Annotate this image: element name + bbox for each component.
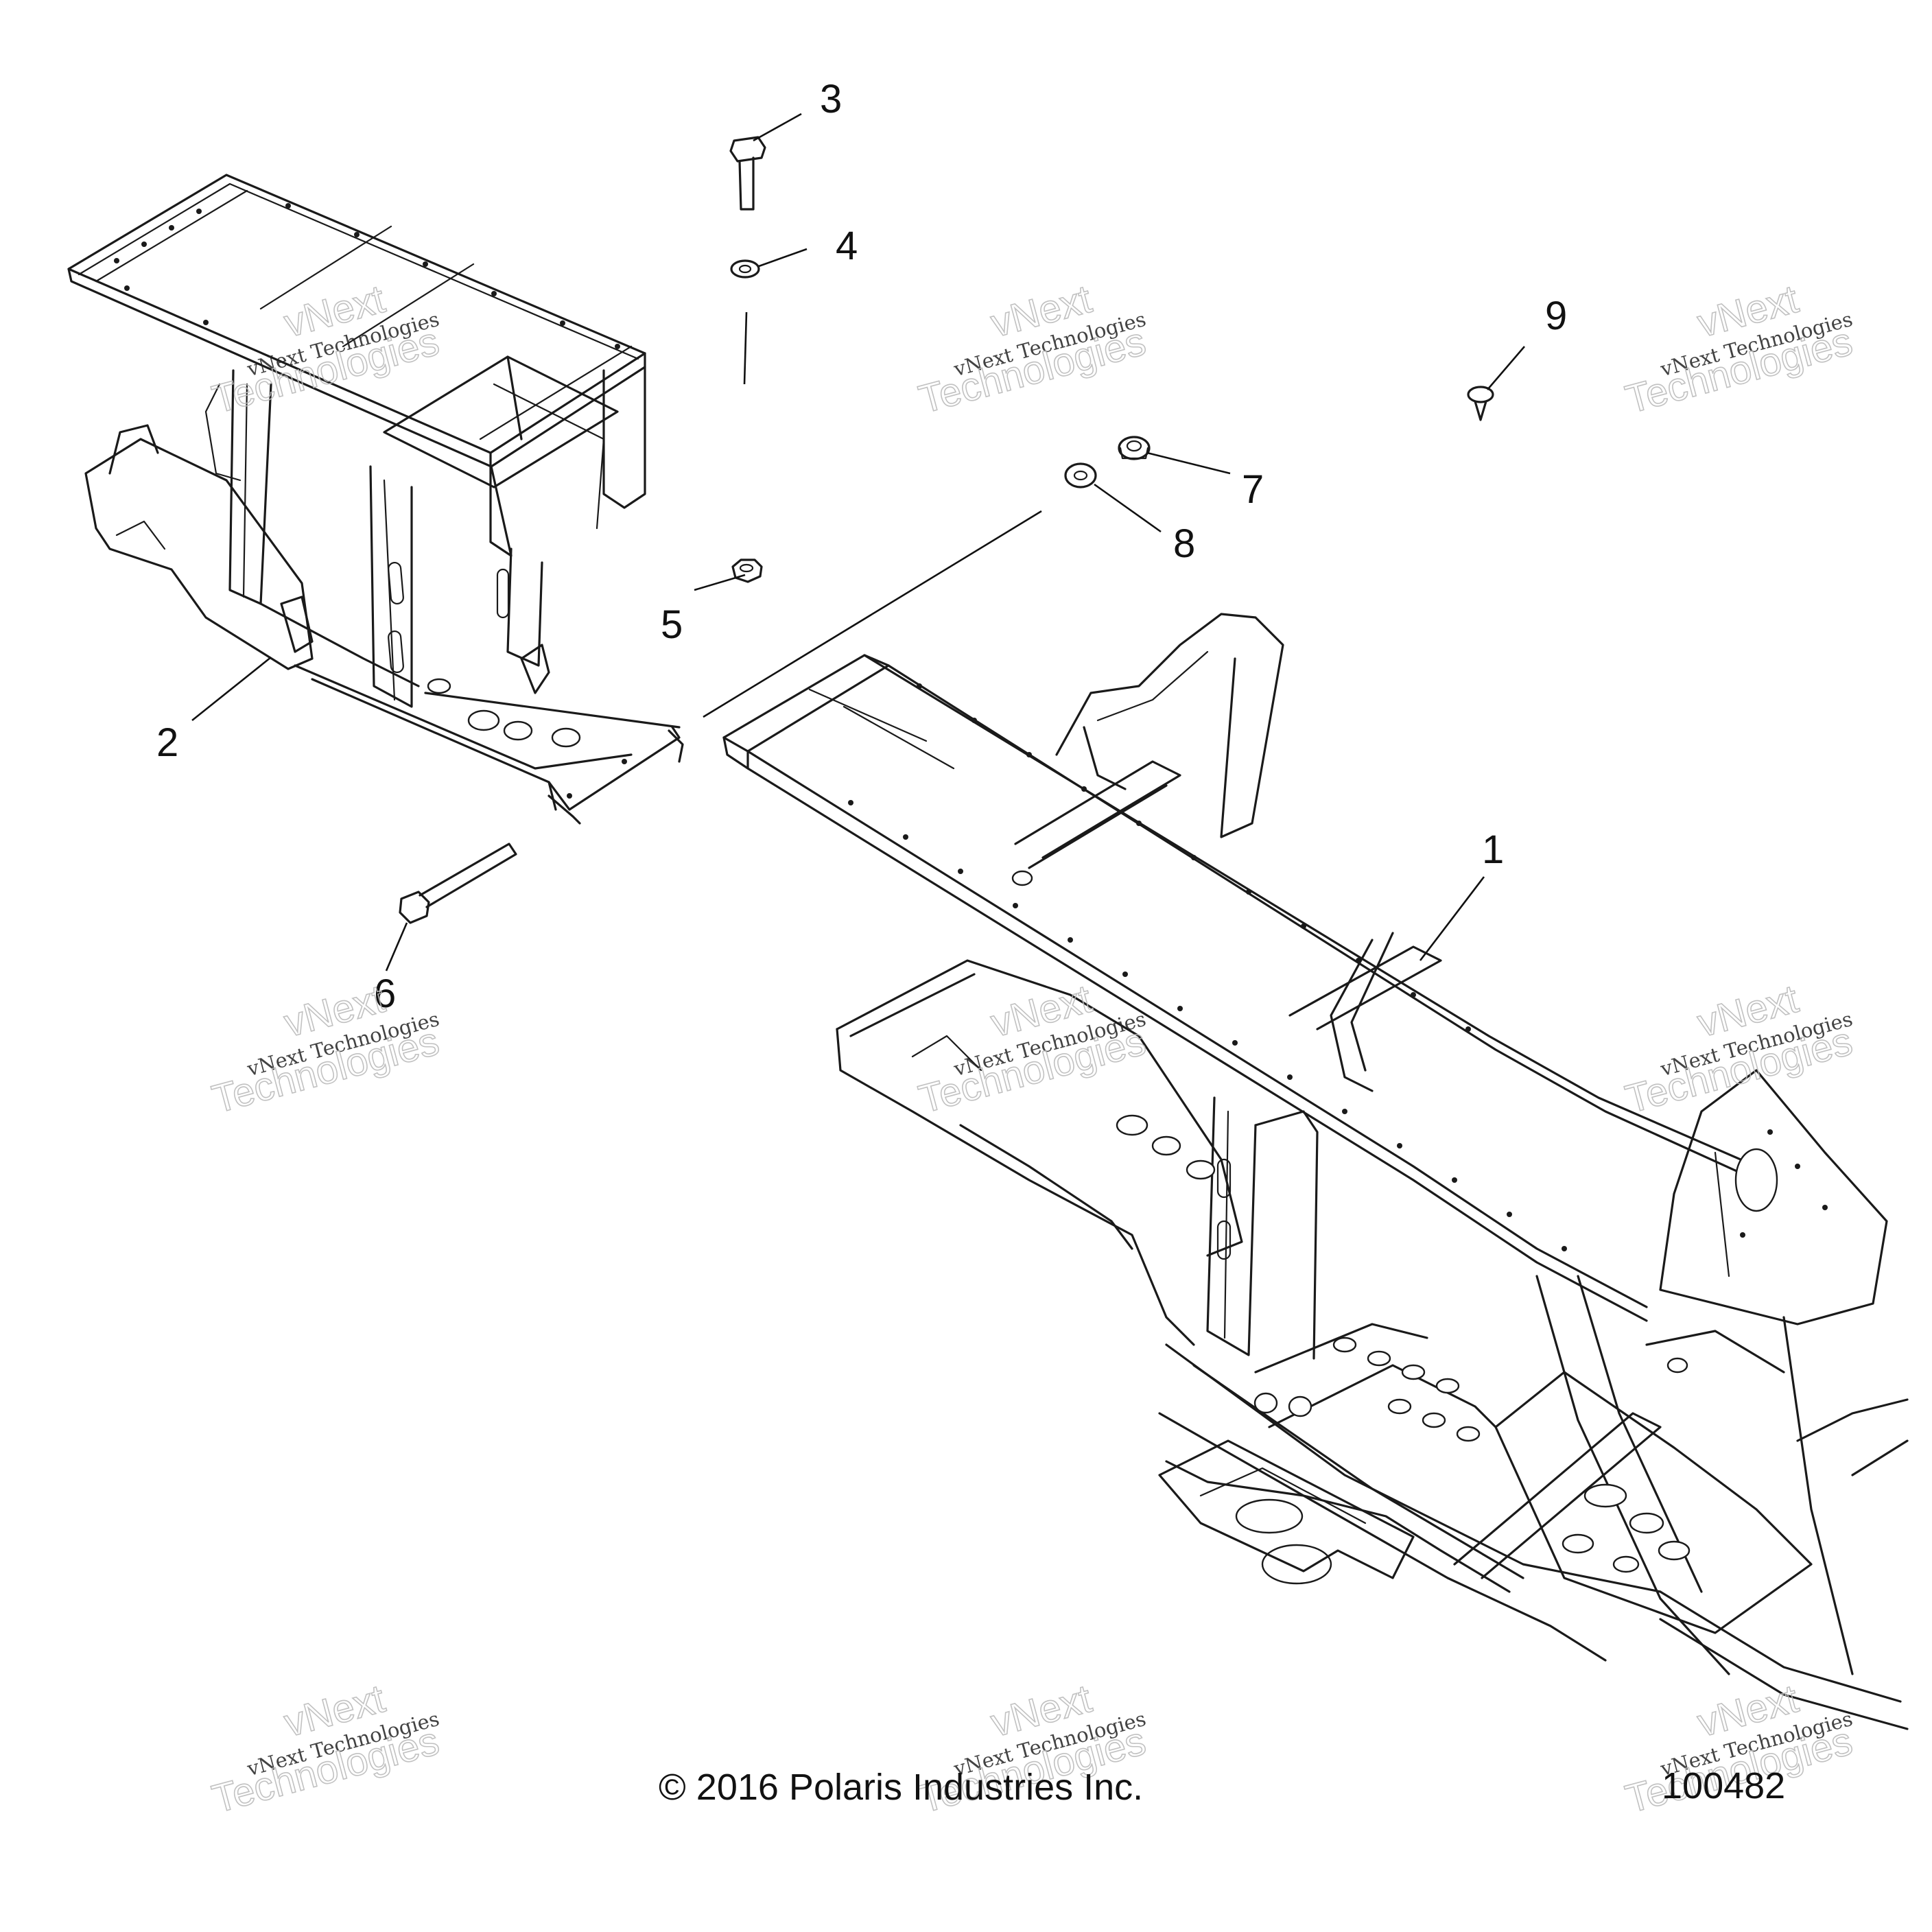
callout-9: 9: [1545, 294, 1567, 338]
front-frame-section: [67, 174, 684, 825]
figure-number: 100482: [1662, 1765, 1785, 1806]
bushing-part-7: [1118, 436, 1151, 460]
watermark: vNext vNext Technologies Technologies: [1621, 276, 1857, 423]
watermark: vNext vNext Technologies Technologies: [914, 1675, 1151, 1822]
watermark: vNext vNext Technologies Technologies: [914, 976, 1151, 1122]
watermark: vNext vNext Technologies Technologies: [1621, 976, 1857, 1122]
rail-hole-dots: [848, 683, 1828, 1251]
watermarks: vNext vNext Technologies Technologies vN…: [207, 276, 1857, 1822]
watermark: vNext vNext Technologies Technologies: [207, 276, 444, 423]
callout-2: 2: [156, 720, 178, 765]
washer-part-4: [730, 259, 760, 279]
push-rivet-part-9: [1467, 386, 1494, 421]
callout-1: 1: [1482, 827, 1504, 872]
copyright-text: © 2016 Polaris Industries Inc.: [659, 1767, 1143, 1808]
callout-labels: 1 2 3 4 5 6 7 8 9: [156, 77, 1567, 1016]
rack-hole-dots: [114, 203, 627, 799]
bolt-part-6: [399, 843, 517, 924]
callout-4: 4: [836, 224, 858, 268]
callout-8: 8: [1173, 521, 1195, 566]
main-chassis-frame: [722, 613, 1909, 1730]
leader-lines: [191, 113, 1525, 971]
bolt-part-3: [729, 136, 766, 211]
washer-part-8: [1064, 462, 1097, 488]
watermark: vNext vNext Technologies Technologies: [207, 1675, 444, 1822]
callout-3: 3: [820, 77, 842, 121]
watermark: vNext vNext Technologies Technologies: [914, 276, 1151, 423]
callout-6: 6: [374, 971, 396, 1016]
callout-7: 7: [1242, 467, 1264, 512]
nut-part-5: [731, 558, 763, 583]
callout-5: 5: [661, 602, 683, 647]
watermark: vNext vNext Technologies Technologies: [207, 976, 444, 1122]
